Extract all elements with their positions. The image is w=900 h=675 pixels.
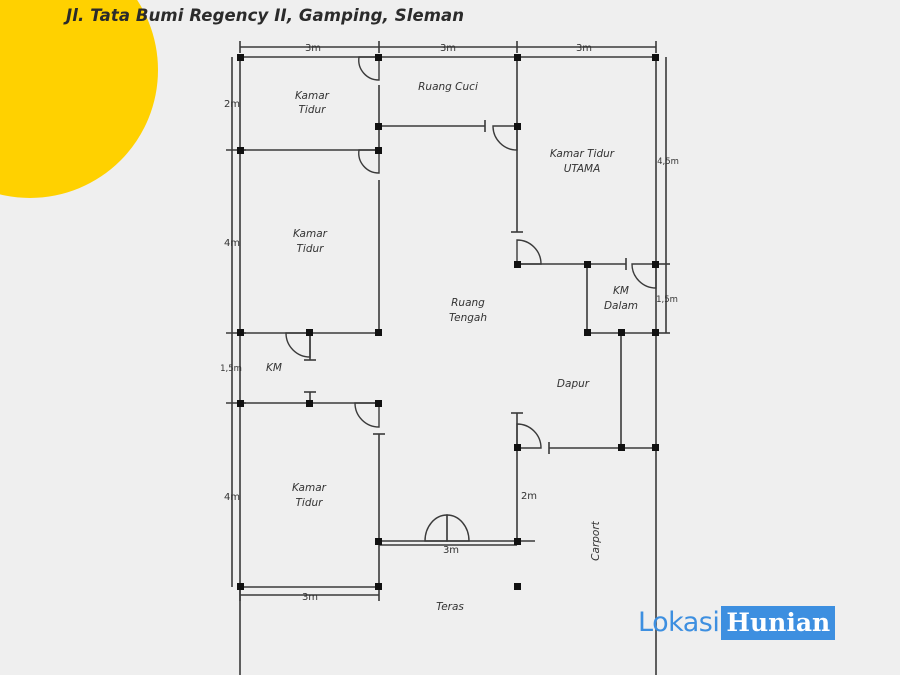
logo-text-hunian: Hunian [721,606,836,640]
logo-text-lokasi: Lokasi [638,607,720,638]
room-label-kamar-utama-a: Kamar Tidur [550,148,615,160]
page-title: Jl. Tata Bumi Regency II, Gamping, Slema… [66,6,465,25]
dim-top-a: 3m [305,43,321,54]
room-label-kamar-tidur-3a: Kamar [292,482,327,494]
room-label-kamar-tidur-1a: Kamar [295,90,330,102]
room-label-kamar-tidur-2a: Kamar [293,228,328,240]
room-label-teras: Teras [436,601,464,613]
room-label-ruang-tengah-b: Tengah [449,312,487,324]
dim-left-c: 1,5m [220,364,242,374]
room-label-dapur: Dapur [557,378,590,390]
room-label-ruang-tengah-a: Ruang [451,297,485,309]
walls [226,41,670,675]
room-label-kamar-tidur-1b: Tidur [299,104,327,116]
dim-right-a: 4,5m [657,157,679,167]
room-label-km-dalam-b: Dalam [604,300,638,312]
dim-top-b: 3m [440,43,456,54]
room-label-kamar-tidur-2b: Tidur [297,243,325,255]
dim-front-door: 3m [443,545,459,556]
dim-left-b: 4m [224,238,240,249]
dim-right-b: 1,5m [656,295,678,305]
dim-front-porch: 3m [302,592,318,603]
dim-top-c: 3m [576,43,592,54]
dim-left-d: 4m [224,492,240,503]
decor-circle [0,0,158,198]
room-label-kamar-utama-b: UTAMA [564,163,601,175]
room-label-km-dalam-a: KM [613,285,629,297]
columns [237,54,659,590]
doors [285,56,657,542]
brand-logo: Lokasi Hunian [638,606,836,640]
dim-left-a: 2m [224,99,240,110]
room-label-carport: Carport [590,520,602,560]
dim-kitchen-wall: 2m [521,491,537,502]
room-label-ruang-cuci: Ruang Cuci [418,81,478,93]
room-label-km: KM [266,362,282,374]
room-label-kamar-tidur-3b: Tidur [296,497,324,509]
